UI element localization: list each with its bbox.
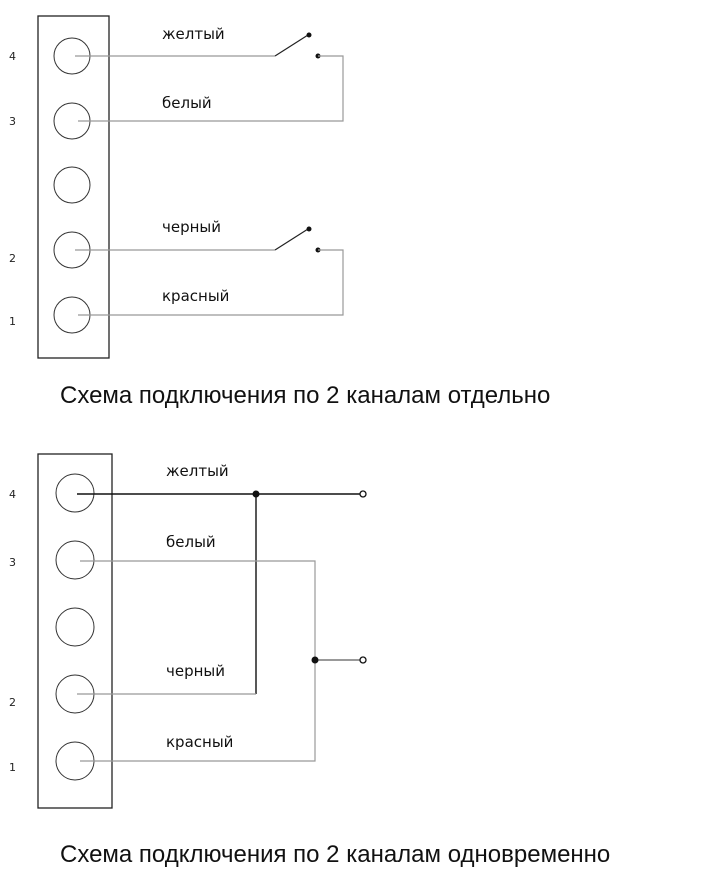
caption-separate: Схема подключения по 2 каналам отдельно xyxy=(60,382,550,409)
wire-label-black: черный xyxy=(166,662,225,680)
switch-channel-2 xyxy=(75,226,344,316)
pin-number: 2 xyxy=(9,252,16,265)
pin-number: 4 xyxy=(9,488,16,501)
wire-label-black: черный xyxy=(162,218,221,236)
pin-number: 1 xyxy=(9,761,16,774)
wire-label-red: красный xyxy=(162,287,229,305)
terminal-3 xyxy=(55,540,95,580)
diagram-simultaneous-channels: 4 3 2 1 желтый белый черный красный Схем… xyxy=(9,453,610,868)
terminal-4 xyxy=(55,473,95,513)
wire-label-white: белый xyxy=(162,94,212,112)
output-wire-2 xyxy=(80,560,367,762)
terminal-empty xyxy=(53,166,91,204)
wire-label-white: белый xyxy=(166,533,216,551)
pin-number: 1 xyxy=(9,315,16,328)
wire-label-red: красный xyxy=(166,733,233,751)
terminal-block xyxy=(37,15,110,359)
diagram-separate-channels: 4 3 2 1 желтый белый черный красный Схем… xyxy=(9,15,550,409)
terminal-block xyxy=(37,453,113,809)
output-wire-1 xyxy=(77,490,367,695)
pin-number: 3 xyxy=(9,556,16,569)
pin-number: 2 xyxy=(9,696,16,709)
switch-channel-1 xyxy=(75,32,344,122)
wire-label-yellow: желтый xyxy=(166,462,229,480)
pin-number: 3 xyxy=(9,115,16,128)
wire-label-yellow: желтый xyxy=(162,25,225,43)
terminal-empty xyxy=(55,607,95,647)
pin-number: 4 xyxy=(9,50,16,63)
caption-simultaneous: Схема подключения по 2 каналам одновреме… xyxy=(60,841,610,868)
